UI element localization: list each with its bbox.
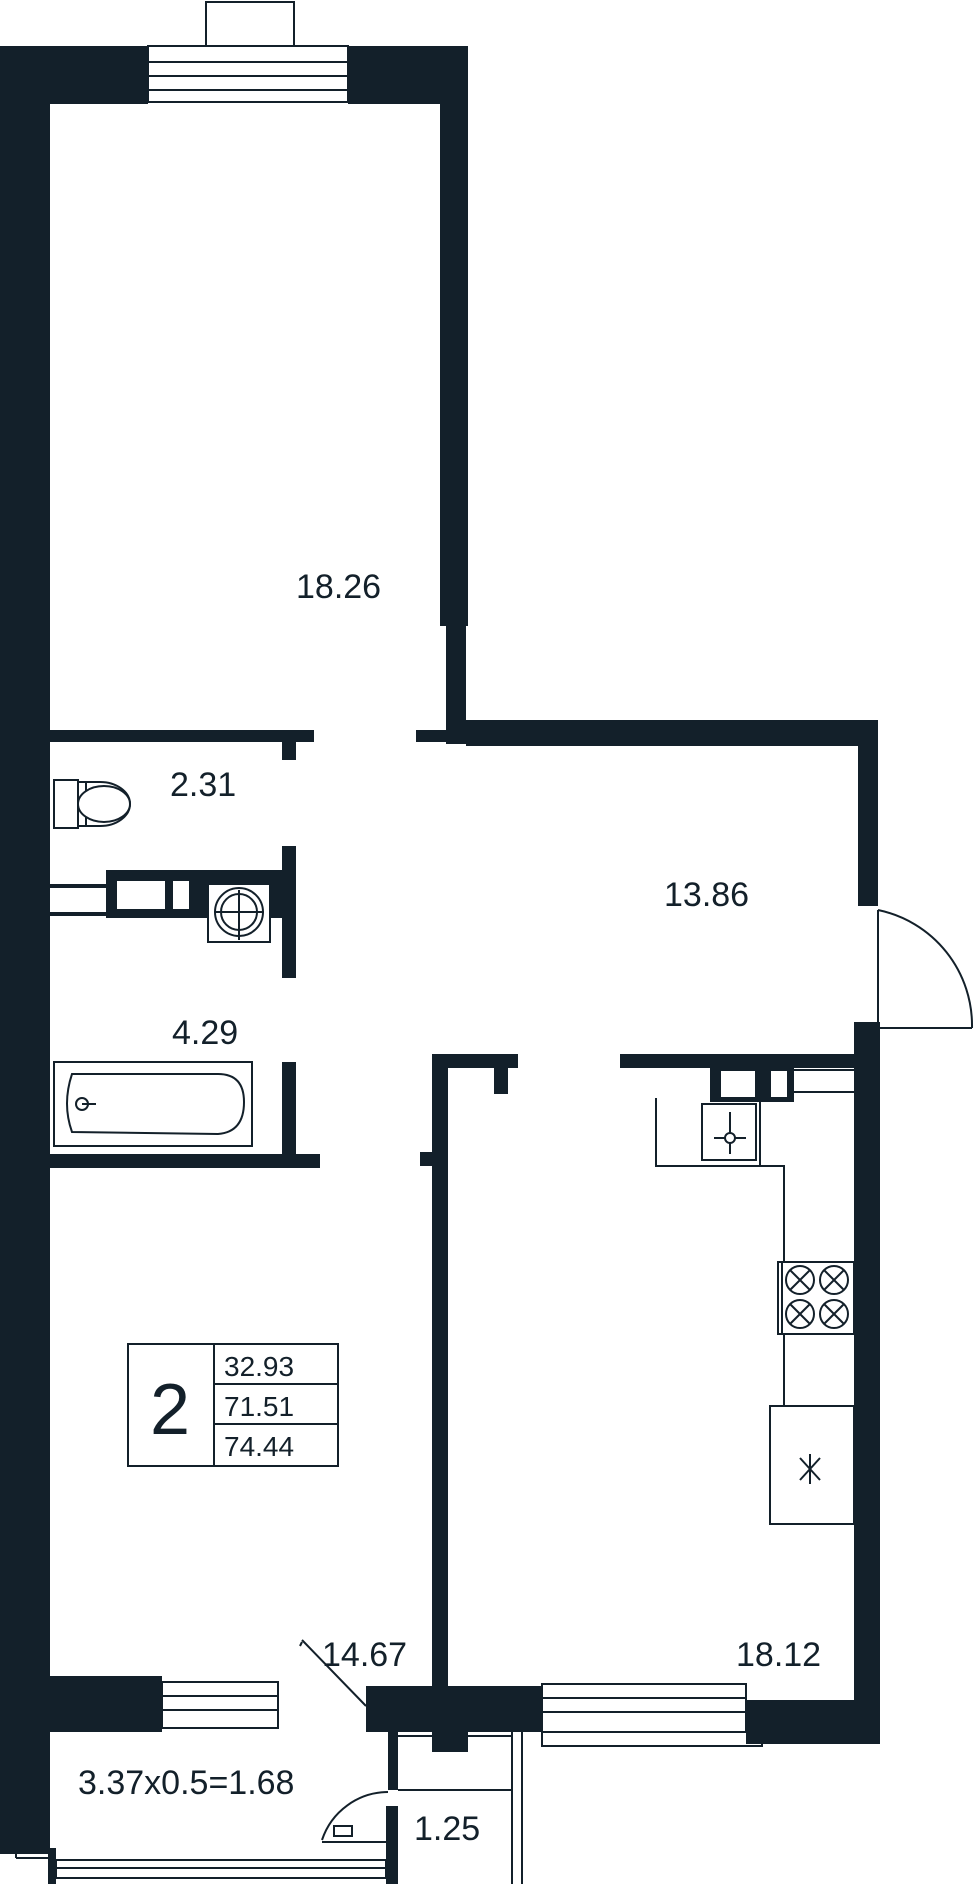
bathtub: [53, 1061, 253, 1147]
summary-box: 2 32.93 71.51 74.44: [127, 1343, 339, 1467]
entrance-door: [877, 909, 974, 1029]
balcony-area-formula: 3.37x0.5=1.68: [78, 1764, 294, 1802]
window-kitchen: [541, 1683, 763, 1747]
fridge: [769, 1405, 855, 1525]
room-area-toilet: 2.31: [170, 766, 236, 804]
room-area-top-left: 18.26: [296, 568, 381, 606]
top-window: [147, 1, 349, 103]
walls: [0, 46, 880, 1884]
stove: [777, 1261, 855, 1335]
living-area-value: 32.93: [224, 1351, 294, 1382]
balcony-door: [321, 1791, 389, 1843]
room-area-hall: 13.86: [664, 876, 749, 914]
toilet-bowl: [53, 779, 131, 829]
room-area-bathroom: 4.29: [172, 1014, 238, 1052]
window-loggia-bottom: [55, 1859, 387, 1879]
total-with-balcony-value: 74.44: [224, 1431, 294, 1462]
kitchen-sink: [701, 1103, 757, 1161]
window-bottom-left: [161, 1681, 279, 1729]
door-bottom-left: [299, 1639, 367, 1707]
room-area-loggia: 1.25: [414, 1810, 480, 1848]
rooms-count: 2: [150, 1370, 190, 1450]
total-area-value: 71.51: [224, 1391, 294, 1422]
room-area-kitchen: 18.12: [736, 1636, 821, 1674]
washbasin-round: [207, 883, 271, 943]
balcony-outline: [15, 1730, 523, 1884]
window-kitchen-top: [794, 1069, 854, 1093]
room-area-bottom-left: 14.67: [322, 1636, 407, 1674]
